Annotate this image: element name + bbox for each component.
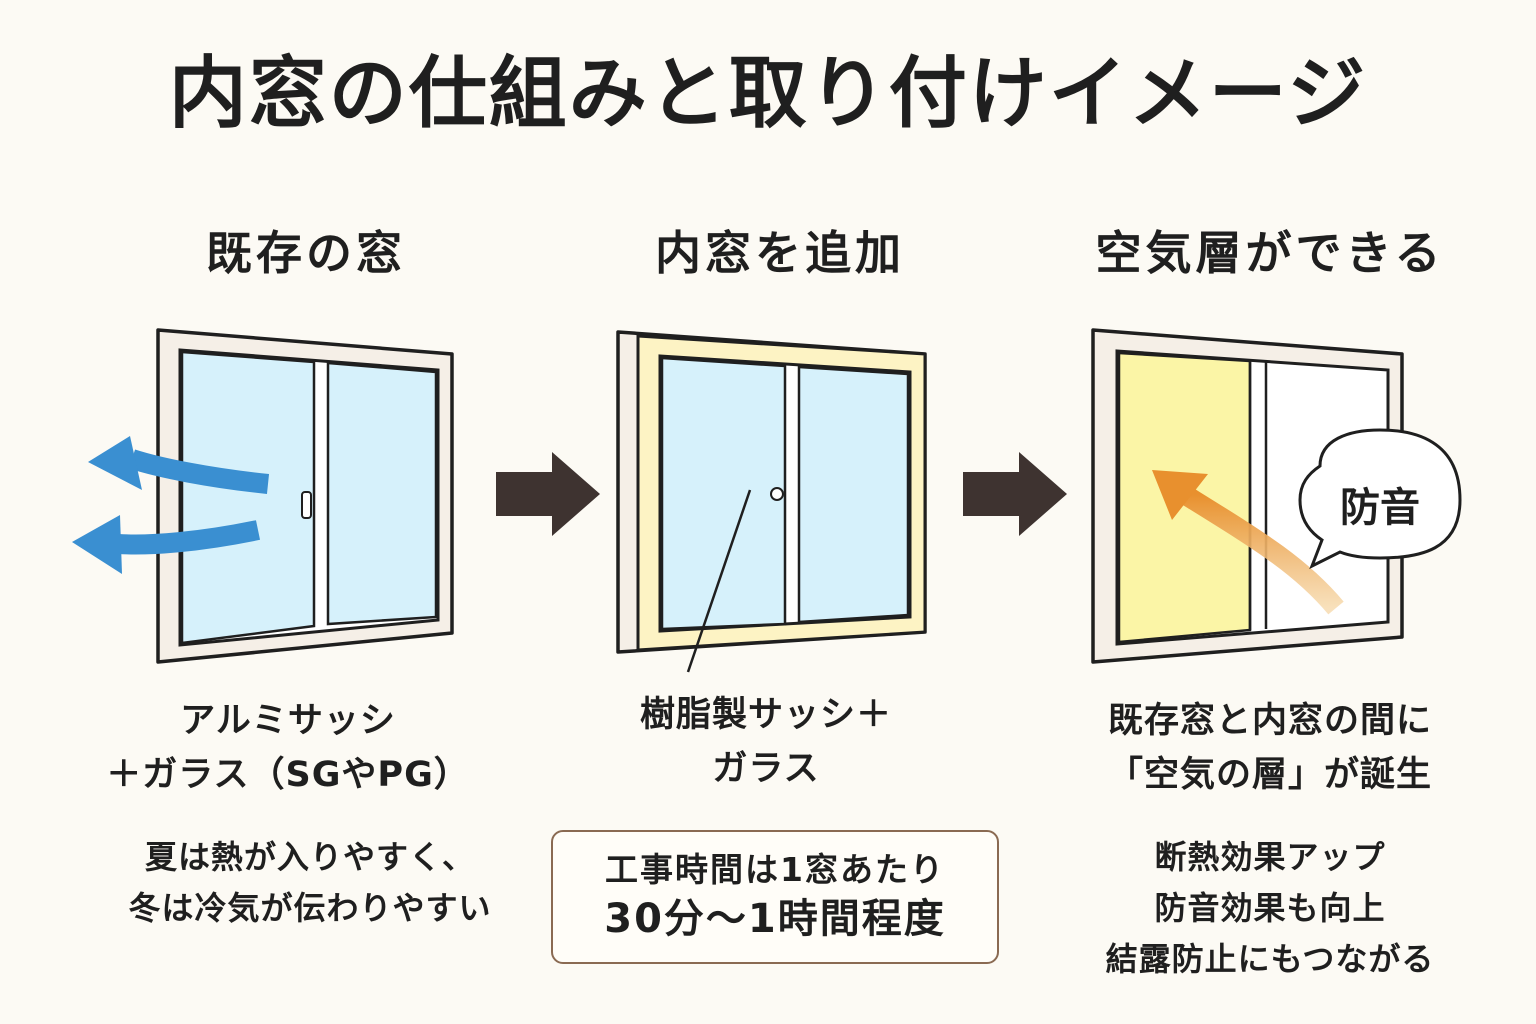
box-line: 工事時間は1窓あたり <box>605 849 945 889</box>
note-line: 夏は熱が入りやすく、 <box>144 838 475 876</box>
note-line: 防音効果も向上 <box>1154 889 1386 928</box>
arrow-right-icon <box>496 452 600 536</box>
step-heading-existing: 既存の窓 <box>206 226 406 280</box>
soundproof-bubble-label: 防音 <box>1340 485 1420 531</box>
note-line: 結露防止にもつながる <box>1105 940 1435 979</box>
glass-pane-right <box>797 365 910 624</box>
existing-window <box>72 328 454 664</box>
inner-window <box>616 330 927 673</box>
heat-arrowhead-bottom <box>72 515 122 574</box>
desc-line: 既存窓と内窓の間に <box>1107 701 1432 741</box>
step-heading-air-layer: 空気層ができる <box>1095 226 1445 280</box>
window-handle <box>301 491 312 519</box>
desc-line: ガラス <box>712 749 820 790</box>
heat-escape-arrow-icon <box>128 449 270 494</box>
glass-pane-left <box>660 356 787 631</box>
desc-line: 「空気の層」が誕生 <box>1107 755 1432 796</box>
existing-window-note: 夏は熱が入りやすく、 冬は冷気が伝わりやすい <box>50 832 570 934</box>
step-heading-add-inner: 内窓を追加 <box>655 226 905 280</box>
heat-arrowhead-top <box>88 436 142 490</box>
sound-arrowhead <box>1152 470 1208 520</box>
speech-bubble-icon <box>1298 428 1462 570</box>
inner-window-description: 樹脂製サッシ＋ ガラス <box>526 688 1006 797</box>
existing-window-description: アルミサッシ ＋ガラス（SGやPG） <box>48 694 528 803</box>
air-layer-benefits: 断熱効果アップ 防音効果も向上 結露防止にもつながる <box>1010 832 1530 986</box>
construction-time-box: 工事時間は1窓あたり 30分〜1時間程度 <box>551 830 999 964</box>
glass-pane-left <box>180 350 316 645</box>
box-line: 30分〜1時間程度 <box>604 896 946 943</box>
air-layer-window <box>1091 328 1462 664</box>
page-title: 内窓の仕組みと取り付けイメージ <box>168 49 1368 139</box>
glass-pane-right <box>326 361 438 626</box>
leader-line <box>686 489 752 673</box>
note-line: 断熱効果アップ <box>1154 838 1386 876</box>
desc-line: ＋ガラス（SGやPG） <box>106 755 470 796</box>
heat-escape-arrow-icon <box>117 520 261 555</box>
note-line: 冬は冷気が伝わりやすい <box>128 889 492 928</box>
air-layer-description: 既存窓と内窓の間に 「空気の層」が誕生 <box>1030 694 1510 803</box>
sound-arrow-icon <box>1178 485 1344 615</box>
desc-line: 樹脂製サッシ＋ <box>639 695 892 735</box>
desc-line: アルミサッシ <box>180 701 396 741</box>
arrow-right-icon <box>963 452 1067 536</box>
window-lock <box>770 487 784 501</box>
